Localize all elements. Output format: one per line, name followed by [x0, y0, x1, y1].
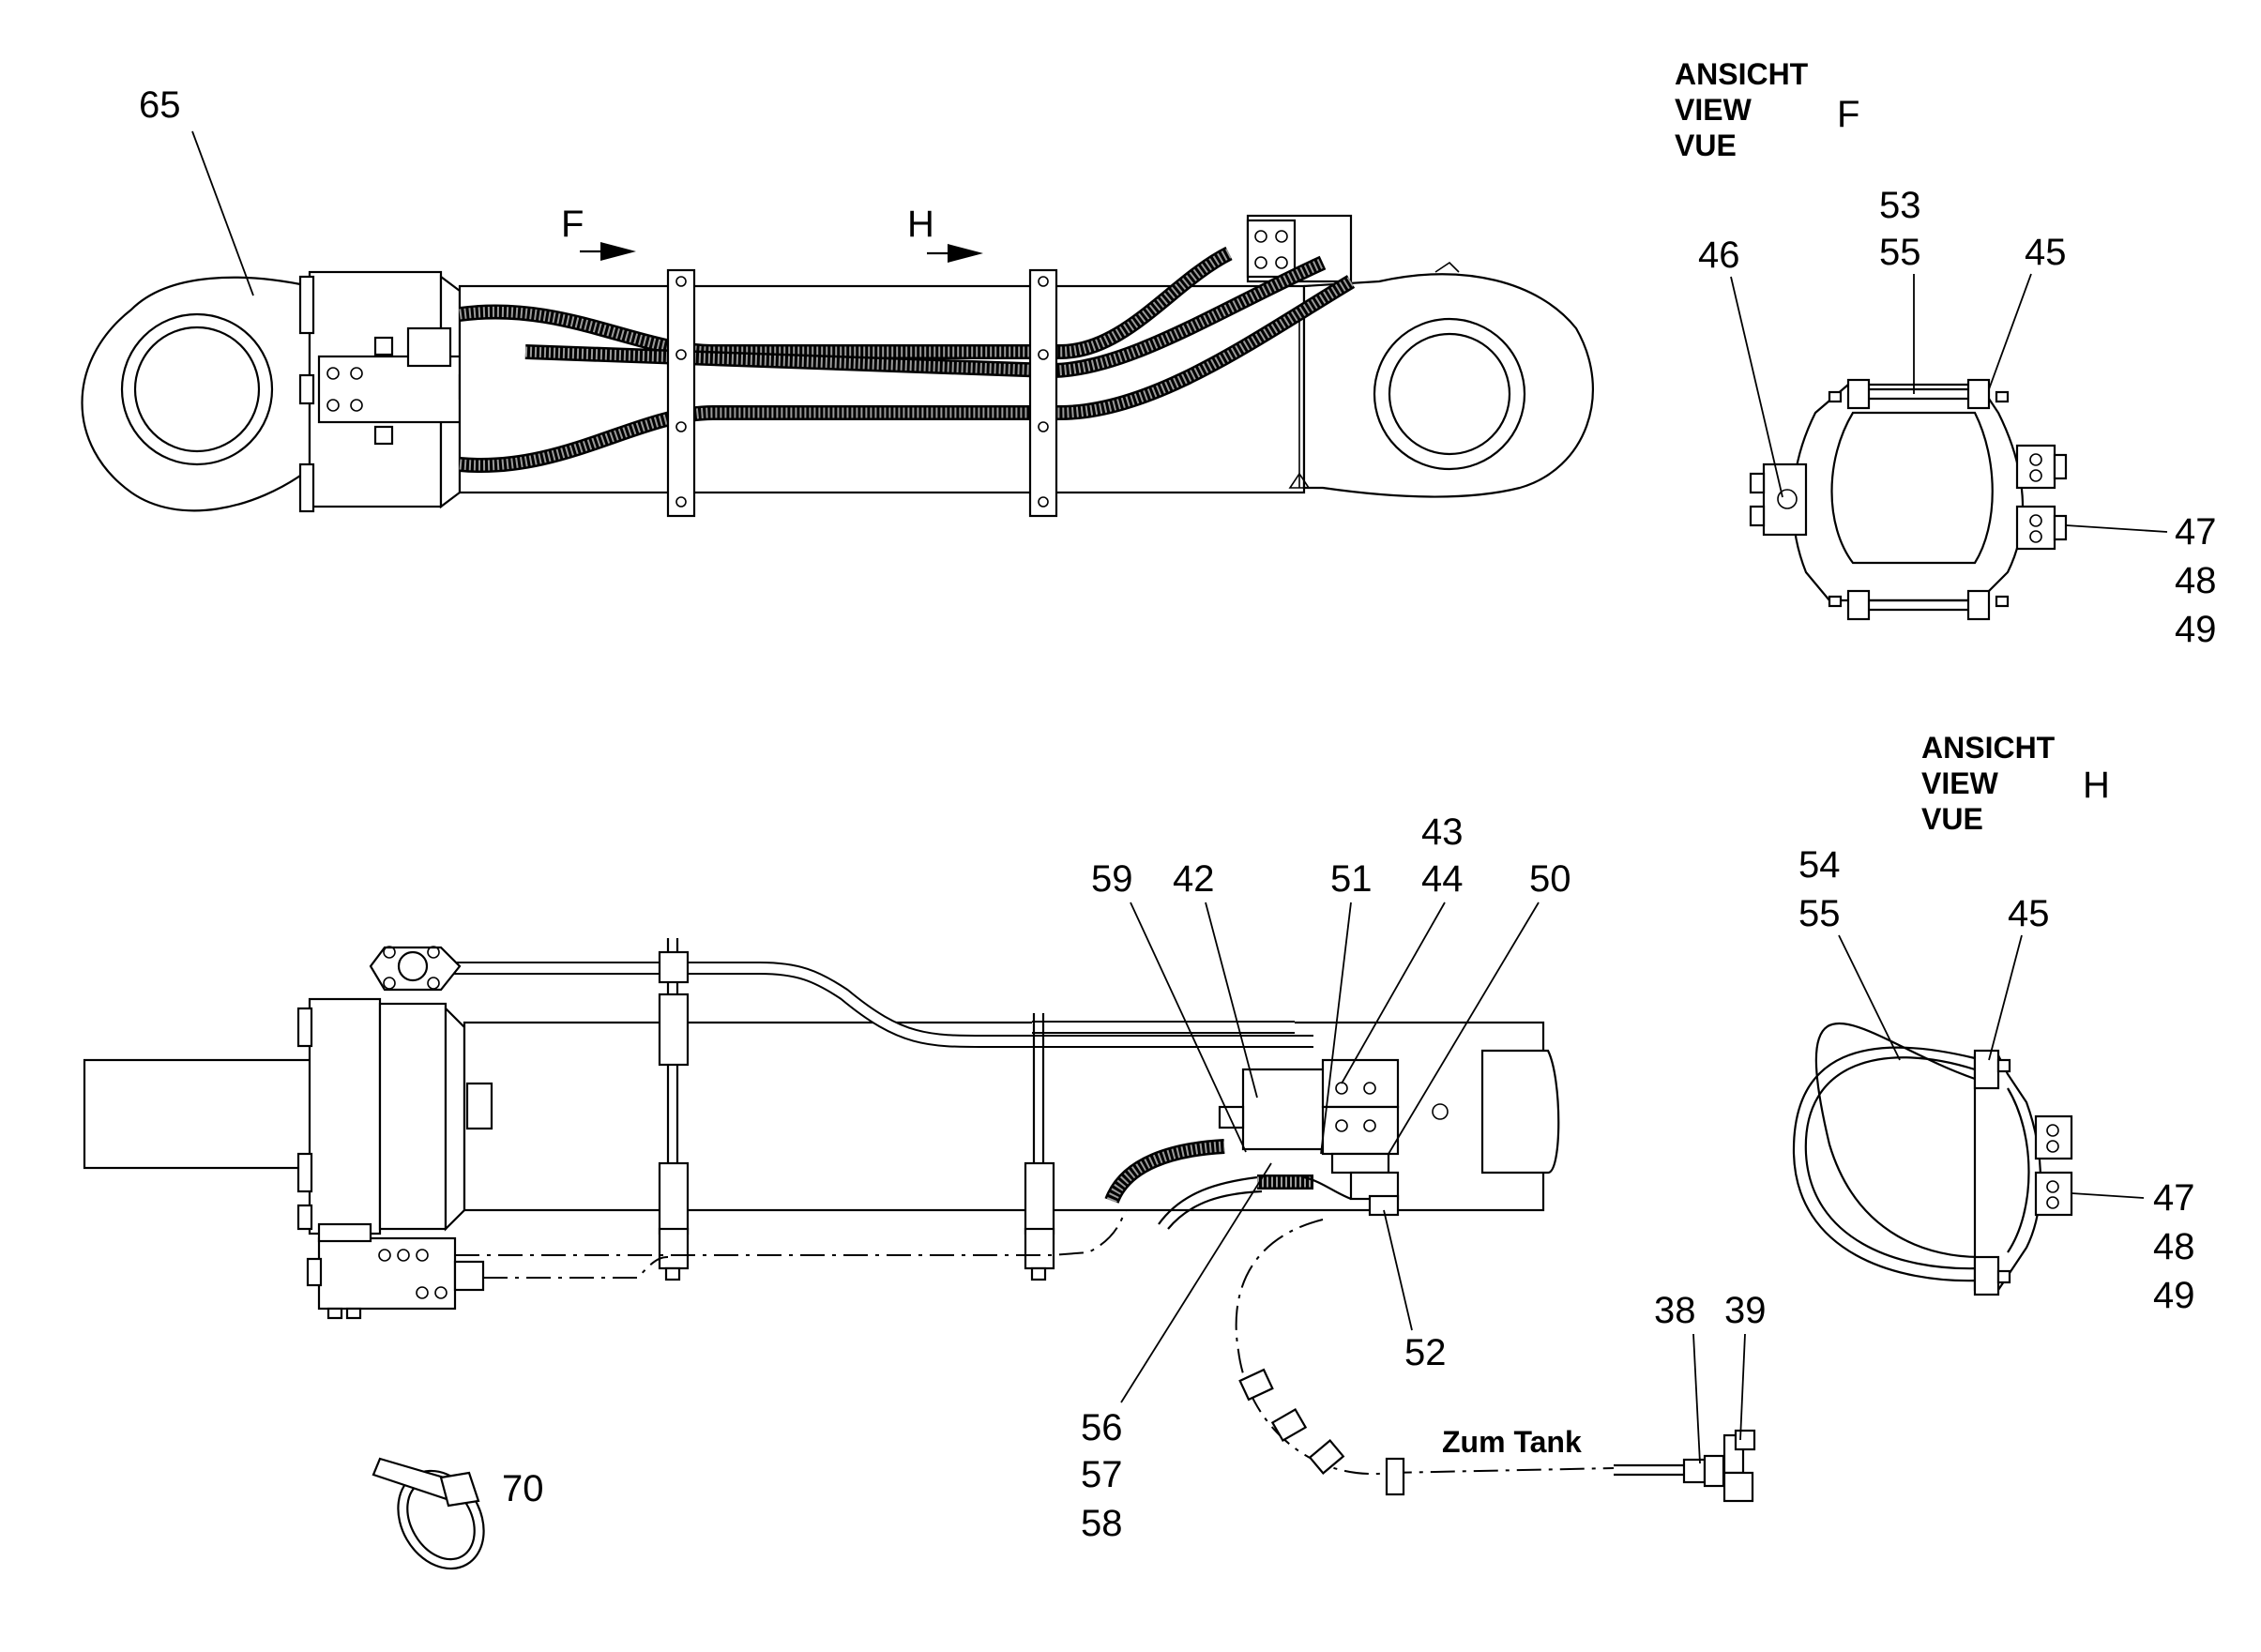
view-f-label-53: 53	[1879, 185, 1921, 226]
view-h-label-45: 45	[2008, 893, 2050, 934]
view-h-letter: H	[2083, 765, 2110, 806]
line-clip-3	[1308, 1439, 1345, 1475]
lower-valve-block	[306, 1222, 485, 1320]
view-f-label-48: 48	[2175, 560, 2217, 601]
label-57: 57	[1081, 1454, 1123, 1495]
label-70: 70	[502, 1468, 544, 1509]
label-38: 38	[1654, 1290, 1696, 1331]
view-f-heading-1: ANSICHT	[1675, 57, 1809, 91]
head-port-fitting	[369, 946, 462, 992]
label-50: 50	[1529, 858, 1571, 900]
line-clip-2	[1270, 1407, 1308, 1443]
label-39: 39	[1724, 1290, 1767, 1331]
line-clip-4	[1385, 1457, 1405, 1496]
view-h-label-55: 55	[1798, 893, 1841, 934]
svg-text:H: H	[907, 204, 934, 245]
view-h-heading-1: ANSICHT	[1921, 731, 2056, 765]
view-h-heading-2: VIEW	[1921, 766, 1999, 800]
label-52: 52	[1404, 1332, 1447, 1373]
view-h-label-48: 48	[2153, 1226, 2195, 1267]
view-h-heading-3: VUE	[1921, 802, 1983, 836]
top-cylinder-assembly: 65 F H	[81, 84, 1595, 518]
drain-line-tank	[1235, 1219, 1615, 1476]
clamp-rod-1	[658, 938, 690, 1281]
drain-line-1	[455, 1209, 1127, 1256]
label-58: 58	[1081, 1503, 1123, 1544]
view-f-heading-3: VUE	[1675, 129, 1737, 162]
bottom-cylinder-assembly: 59 42 51 43 44 50 52 56 57 58 38 39 Zum …	[83, 811, 1767, 1570]
label-51: 51	[1330, 858, 1373, 900]
view-f-label-45: 45	[2025, 232, 2067, 273]
hose-clamp-f	[666, 268, 696, 518]
svg-text:F: F	[561, 204, 584, 245]
view-h-label-49: 49	[2153, 1275, 2195, 1316]
label-44: 44	[1421, 858, 1464, 900]
top-hoses	[458, 246, 1356, 473]
view-f-label-46: 46	[1698, 235, 1740, 276]
tank-label: Zum Tank	[1442, 1425, 1582, 1459]
label-43: 43	[1421, 811, 1464, 853]
drain-line-2	[483, 1256, 669, 1279]
valve-block	[317, 355, 462, 424]
rod-end-manifold	[1218, 1058, 1400, 1217]
head-flange	[308, 997, 382, 1235]
label-59: 59	[1091, 858, 1133, 900]
piston-rod	[83, 1058, 316, 1170]
cable-tie-70: 70	[372, 1457, 544, 1570]
view-f-heading-2: VIEW	[1675, 93, 1753, 127]
line-clip-1	[1238, 1368, 1274, 1402]
leader-65	[191, 130, 254, 296]
view-f-label-47: 47	[2175, 511, 2217, 553]
view-h-detail: ANSICHT VIEW VUE H 54 55 45 47 48 49	[1792, 731, 2195, 1316]
part-label-65: 65	[139, 84, 181, 126]
view-marker-h: H	[907, 204, 983, 263]
view-f-label-55: 55	[1879, 232, 1921, 273]
right-clevis	[1288, 261, 1595, 498]
tank-fitting	[1614, 1429, 1756, 1503]
clamp-rod-2	[1024, 1013, 1055, 1281]
view-f-letter: F	[1837, 94, 1859, 135]
view-marker-f: F	[561, 204, 636, 261]
left-rod-eye	[81, 276, 311, 512]
label-56: 56	[1081, 1407, 1123, 1448]
view-f-label-49: 49	[2175, 609, 2217, 650]
view-h-label-47: 47	[2153, 1177, 2195, 1219]
view-h-label-54: 54	[1798, 844, 1841, 886]
label-42: 42	[1173, 858, 1215, 900]
hose-clamp-h	[1028, 268, 1058, 518]
view-f-detail: ANSICHT VIEW VUE F 46	[1675, 57, 2217, 650]
